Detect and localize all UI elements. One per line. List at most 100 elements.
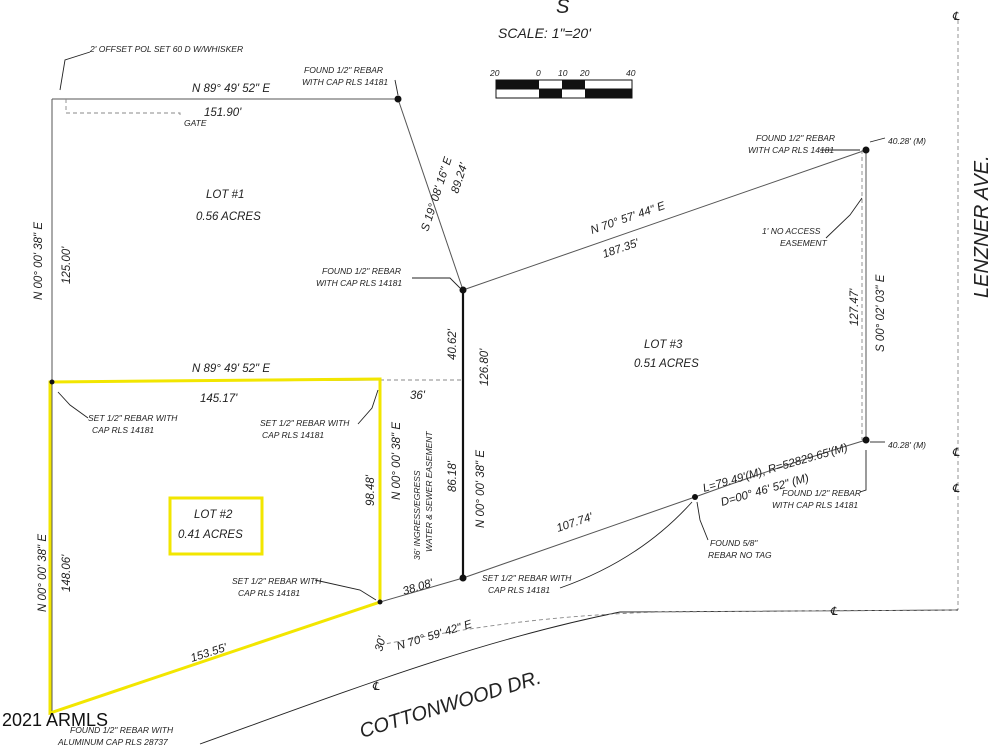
centerline-symbol-top: ℄ (952, 11, 960, 23)
leader-found-1 (394, 79, 399, 96)
centerline-symbol-mid: ℄ (952, 447, 960, 459)
lot2-label-box (168, 496, 264, 556)
leader-found-2 (412, 277, 461, 289)
note-set-3b: CAP RLS 14181 (238, 588, 300, 598)
leader-found-58 (696, 501, 709, 541)
dist-north: 151.90' (204, 107, 242, 119)
bearing-east: S 00° 02' 03" E (875, 274, 887, 352)
dist-mid-ext: 36' (410, 390, 426, 402)
note-offset-pol: 2' OFFSET POL SET 60 D W/WHISKER (89, 44, 243, 54)
lot3-name: LOT #3 (644, 339, 683, 351)
note-found-3b: WITH CAP RLS 14181 (748, 145, 834, 155)
monument-center-top (459, 286, 467, 294)
dist-cotton-short: 38.08' (401, 577, 435, 598)
dist-diag: 89.24' (449, 161, 470, 195)
lot3-north-boundary (462, 149, 867, 291)
note-found-alum-a: FOUND 1/2" REBAR WITH (70, 725, 174, 735)
scale-tick-0: 20 (489, 68, 500, 78)
note-found-4b: WITH CAP RLS 14181 (772, 500, 858, 510)
note-found-1a: FOUND 1/2" REBAR (304, 65, 383, 75)
dist-center-total: 126.80' (479, 348, 491, 386)
note-no-access-a: 1' NO ACCESS (762, 226, 821, 236)
bearing-lot3-north: N 70° 57' 44" E (589, 200, 667, 237)
bearing-mid: N 89° 49' 52" E (192, 363, 270, 375)
bearing-lot2-east: N 00° 00' 38" E (391, 422, 403, 500)
leader-set-2 (357, 389, 379, 425)
bearing-diag: S 19° 08' 16" E (419, 155, 454, 233)
scale-bar: 20 0 10 20 40 (489, 68, 636, 99)
note-found-3a: FOUND 1/2" REBAR (756, 133, 835, 143)
north-letter: S (556, 0, 570, 18)
street-lenzner: LENZNER AVE. (971, 155, 993, 298)
note-set-3a: SET 1/2" REBAR WITH (232, 576, 322, 586)
cottonwood-short-line (379, 577, 464, 603)
watermark: 2021 ARMLS (2, 710, 108, 730)
lot1-area: 0.56 ACRES (196, 211, 261, 223)
dist-center-lower: 86.18' (447, 460, 459, 492)
note-easement-b: WATER & SEWER EASEMENT (424, 431, 434, 552)
leader-offset (59, 51, 91, 91)
leader-set-4 (559, 501, 693, 589)
bearing-cotton: N 70° 59' 42" E (395, 618, 473, 652)
cottonwood-curve-line (462, 439, 867, 579)
note-found-2a: FOUND 1/2" REBAR (322, 266, 401, 276)
gate-line (65, 99, 181, 118)
monument-nw (394, 95, 402, 103)
bearing-north: N 89° 49' 52" E (192, 83, 270, 95)
note-set-2a: SET 1/2" REBAR WITH (260, 418, 350, 428)
note-found-2b: WITH CAP RLS 14181 (316, 278, 402, 288)
note-found-4a: FOUND 1/2" REBAR (782, 488, 861, 498)
dist-mid: 145.17' (200, 393, 238, 405)
note-found-alum-b: ALUMINUM CAP RLS 28737 (57, 737, 168, 747)
monument-lot2-se (377, 599, 383, 605)
note-set-4b: CAP RLS 14181 (488, 585, 550, 595)
leader-set-1 (57, 391, 89, 419)
monument-5-8 (692, 494, 698, 500)
bearing-center: N 00° 00' 38" E (475, 450, 487, 528)
dist-row-width: 30' (373, 634, 389, 652)
diag-boundary (397, 98, 464, 291)
dist-center-upper: 40.62' (447, 328, 459, 360)
note-found-58a: FOUND 5/8" (710, 538, 758, 548)
leader-set-3 (314, 579, 377, 601)
monument-w-mid (49, 379, 55, 385)
dist-cotton-long: 107.74' (555, 511, 595, 535)
note-found-58b: REBAR NO TAG (708, 550, 772, 560)
leader-no-access (825, 197, 863, 239)
centerline-symbol-low: ℄ (952, 483, 960, 495)
cottonwood-row-line (199, 609, 959, 745)
dist-west-top: 125.00' (61, 246, 73, 284)
cottonwood-cl-symbol: ℄ (830, 606, 838, 618)
note-set-2b: CAP RLS 14181 (262, 430, 324, 440)
lot3-area: 0.51 ACRES (634, 358, 699, 370)
lot1-name: LOT #1 (206, 189, 244, 201)
dist-west-bottom: 148.06' (61, 554, 73, 592)
scale-tick-2: 10 (558, 68, 568, 78)
note-no-access-b: EASEMENT (780, 238, 828, 248)
note-m-bottom: 40.28' (M) (888, 440, 926, 450)
dist-lot2-east: 98.48' (365, 474, 377, 506)
lot2-area: 0.41 ACRES (178, 529, 243, 541)
note-set-1a: SET 1/2" REBAR WITH (88, 413, 178, 423)
monument-center-bottom (459, 574, 467, 582)
scale-tick-1: 0 (536, 68, 541, 78)
bearing-west-top: N 00° 00' 38" E (33, 222, 45, 300)
note-set-4a: SET 1/2" REBAR WITH (482, 573, 572, 583)
cottonwood-cl-symbol-2: ℄ (372, 681, 380, 693)
cottonwood-centerline (379, 609, 959, 646)
scale-tick-3: 20 (579, 68, 590, 78)
scale-text: SCALE: 1"=20' (498, 25, 592, 41)
bearing-west-bottom: N 00° 00' 38" E (37, 534, 49, 612)
note-m-top: 40.28' (M) (888, 136, 926, 146)
dist-east: 127.47' (849, 288, 861, 326)
leader-found-4 (859, 450, 867, 493)
dist-lot3-north: 187.35' (601, 237, 641, 261)
note-set-1b: CAP RLS 14181 (92, 425, 154, 435)
lot2-name: LOT #2 (194, 509, 233, 521)
scale-tick-4: 40 (626, 68, 636, 78)
note-gate: GATE (184, 118, 207, 128)
monument-se (862, 436, 870, 444)
leader-m-top (869, 137, 886, 143)
monument-ne (862, 146, 870, 154)
